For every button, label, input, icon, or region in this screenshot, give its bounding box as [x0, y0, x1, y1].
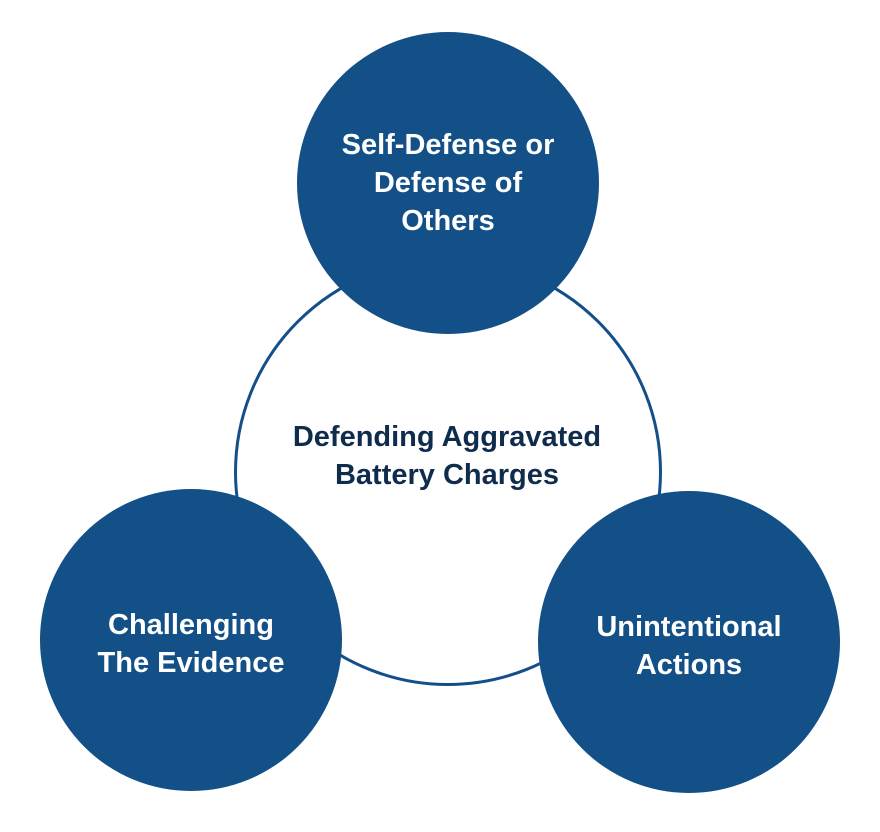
node-challenging-evidence-label: Challenging The Evidence — [97, 609, 285, 679]
center-label: Defending Aggravated Battery Charges — [292, 421, 602, 491]
node-self-defense-label: Self-Defense or Defense of Others — [341, 129, 555, 237]
node-unintentional-actions: Unintentional Actions — [538, 491, 840, 793]
node-self-defense: Self-Defense or Defense of Others — [297, 32, 599, 334]
node-challenging-evidence: Challenging The Evidence — [40, 489, 342, 791]
node-unintentional-actions-label: Unintentional Actions — [596, 611, 782, 681]
